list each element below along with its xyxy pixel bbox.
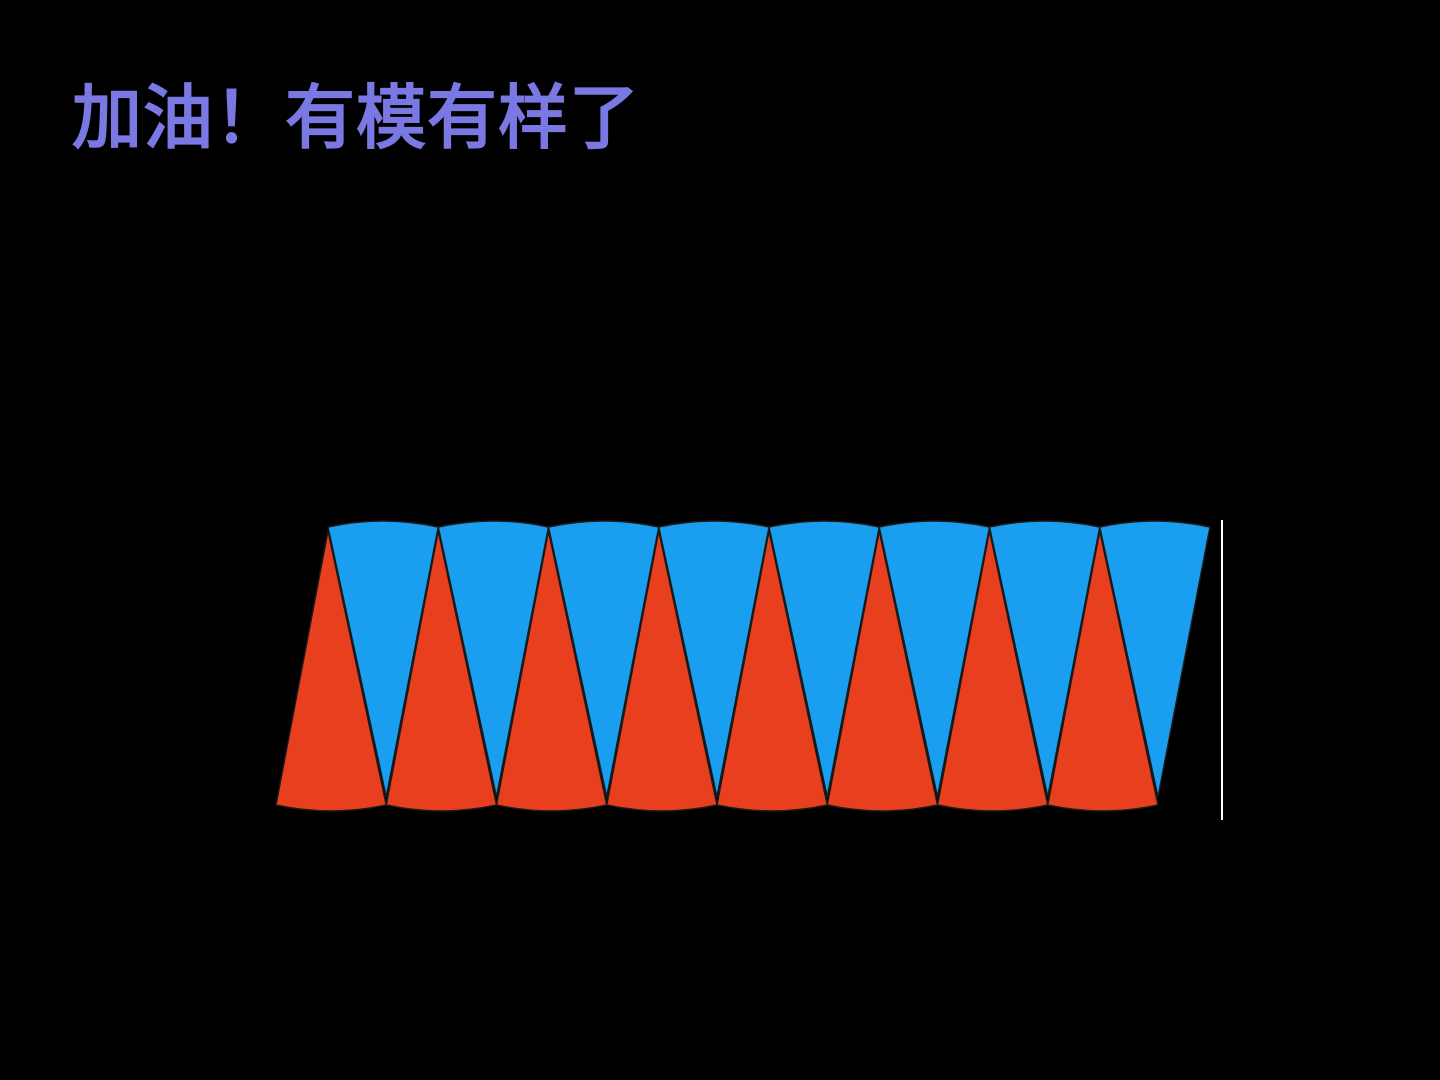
slide-title: 加油！有模有样了 bbox=[72, 77, 640, 159]
red-sectors-group bbox=[275, 530, 1159, 812]
red-sector bbox=[1046, 530, 1159, 812]
blue-sectors-group bbox=[327, 520, 1211, 798]
blue-sector bbox=[1098, 520, 1211, 798]
